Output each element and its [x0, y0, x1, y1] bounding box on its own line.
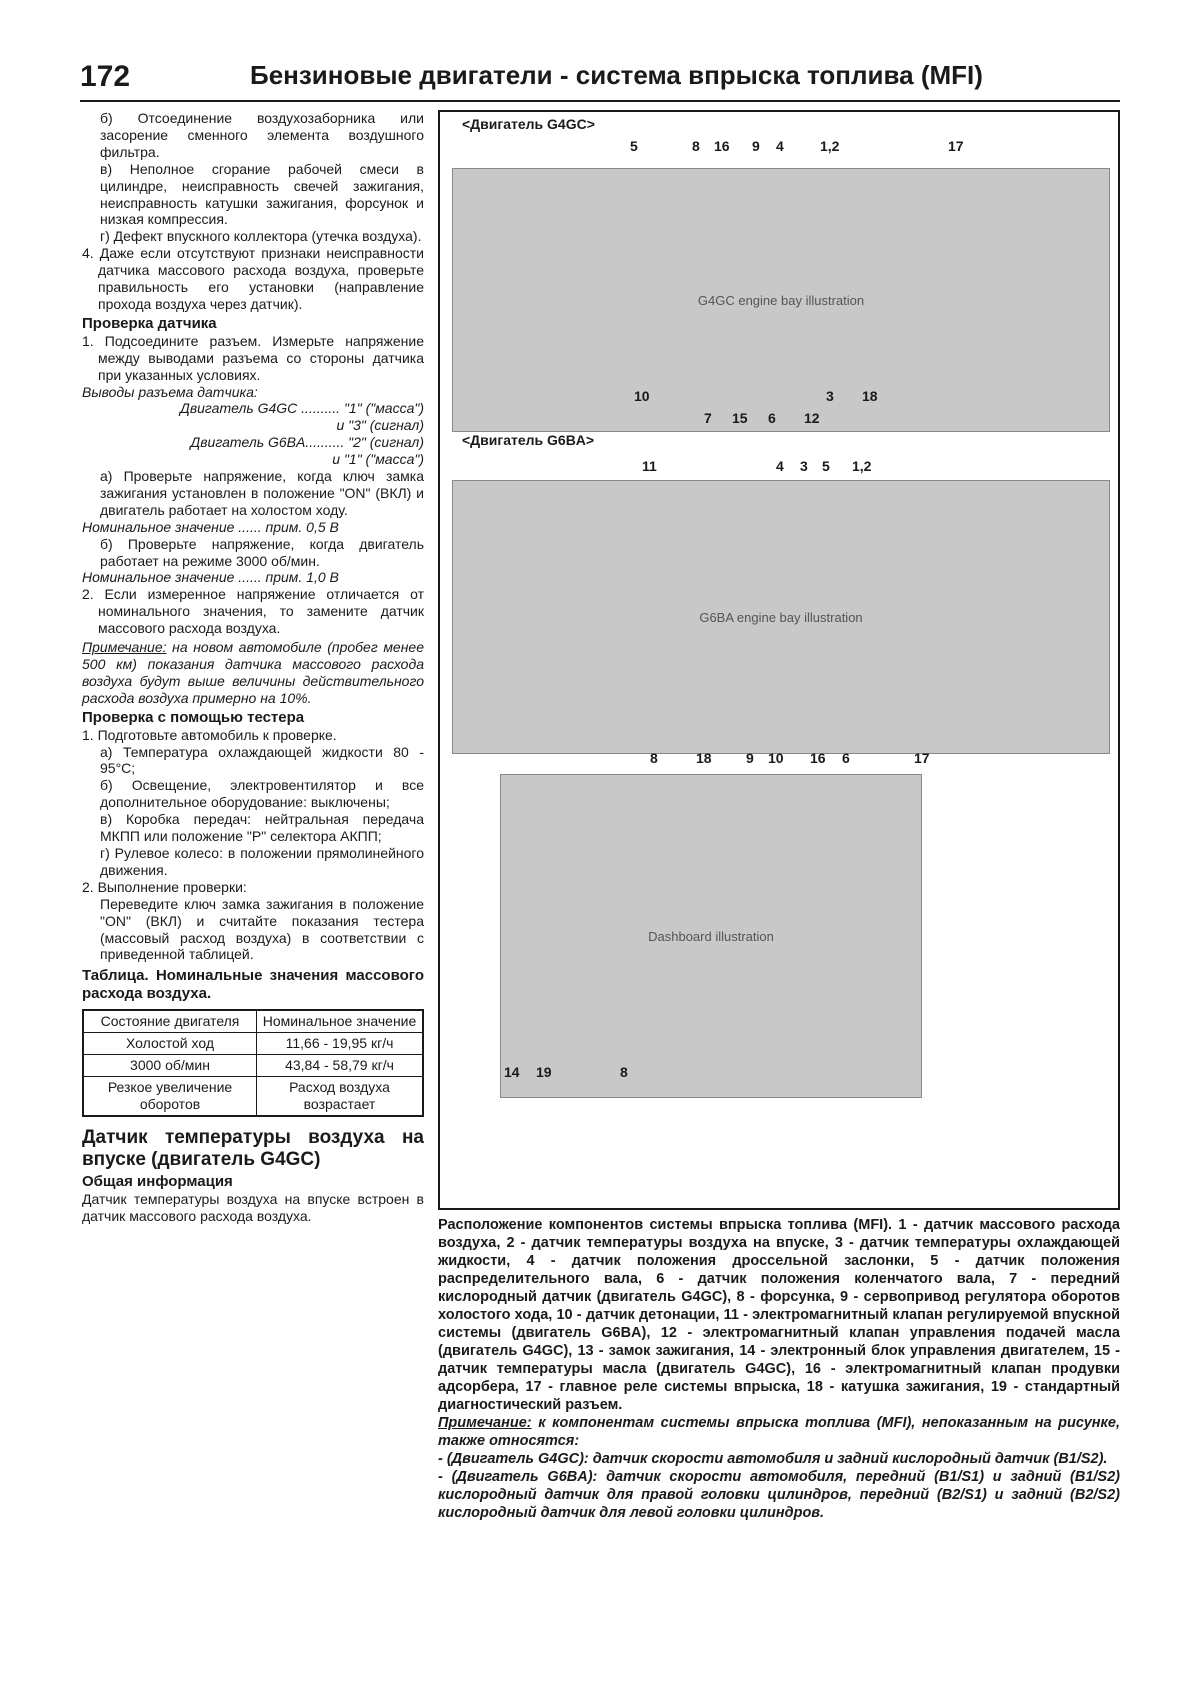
pins-line: и "3" (сигнал) [336, 417, 424, 434]
text-paragraph: г) Дефект впускного коллектора (утечка в… [100, 228, 422, 245]
table-cell: 11,66 - 19,95 кг/ч [256, 1032, 424, 1056]
text-paragraph: Датчик температуры воздуха на впуске вст… [82, 1191, 424, 1225]
figure-caption: Расположение компонентов системы впрыска… [438, 1216, 1120, 1522]
text-paragraph: б) Проверьте напряжение, когда двигатель… [100, 535, 424, 569]
note-paragraph: Примечание: на новом автомобиле (пробег … [82, 639, 424, 707]
text-paragraph: б) Освещение, электровентилятор и все до… [100, 777, 424, 811]
table-row: Холостой ход 11,66 - 19,95 кг/ч [82, 1032, 424, 1056]
text-paragraph: в) Коробка передач: нейтральная передача… [100, 811, 424, 845]
table-cell: 43,84 - 58,79 кг/ч [256, 1054, 424, 1078]
table-cell: Резкое увеличение оборотов [82, 1076, 257, 1117]
note-text: к компонентам системы впрыска топлива (M… [438, 1415, 1120, 1449]
caption-note-item: - (Двигатель G6BA): датчик скорости авто… [438, 1469, 1120, 1521]
callout-label: 19 [536, 1064, 552, 1080]
callout-label: 3 [826, 388, 834, 404]
left-column: б) Отсоединение воздухозаборника или зас… [82, 110, 424, 1225]
section-heading: Датчик температуры воздуха на впуске (дв… [82, 1127, 424, 1171]
text-paragraph: 1. Подготовьте автомобиль к проверке. [82, 726, 337, 743]
note-label: Примечание: [438, 1415, 532, 1431]
callout-label: 17 [914, 750, 930, 766]
figure-label-g4gc: <Двигатель G4GC> [462, 116, 595, 132]
text-paragraph: 2. Если измеренное напряжение отличается… [82, 586, 424, 637]
text-paragraph: 1. Подсоедините разъем. Измерьте напряже… [82, 332, 424, 383]
text-paragraph: а) Проверьте напряжение, когда ключ замк… [100, 468, 424, 518]
nominal-value: Номинальное значение ...... прим. 0,5 В [82, 518, 339, 535]
callout-label: 7 [704, 410, 712, 426]
callout-label: 8 [692, 138, 700, 154]
table-cell: 3000 об/мин [82, 1054, 257, 1078]
table-caption: Таблица. Номинальные значения массового … [82, 967, 424, 1003]
text-paragraph: в) Неполное сгорание рабочей смеси в цил… [100, 160, 424, 228]
pins-line: Двигатель G6BA.......... "2" (сигнал) [190, 434, 424, 451]
table-row: Резкое увеличение оборотов Расход воздух… [82, 1076, 424, 1117]
callout-label: 9 [746, 750, 754, 766]
table-header-cell: Номинальное значение [256, 1009, 424, 1034]
header-rule [80, 100, 1120, 102]
callout-label: 11 [642, 458, 657, 474]
pins-line: Двигатель G4GC .......... "1" ("масса") [179, 400, 424, 417]
callout-label: 18 [696, 750, 712, 766]
callout-label: 1,2 [852, 458, 872, 474]
nominal-value: Номинальное значение ...... прим. 1,0 В [82, 569, 339, 586]
section-heading: Проверка с помощью тестера [82, 708, 305, 726]
callout-label: 16 [714, 138, 730, 154]
callout-label: 4 [776, 458, 784, 474]
callout-label: 15 [732, 410, 748, 426]
pins-line: и "1" ("масса") [332, 451, 424, 468]
pins-title: Выводы разъема датчика: [82, 383, 258, 400]
callout-label: 12 [804, 410, 820, 426]
text-paragraph: б) Отсоединение воздухозаборника или зас… [100, 110, 424, 160]
maf-table: Состояние двигателя Номинальное значение… [82, 1009, 424, 1118]
g6ba-engine-bay-image: G6BA engine bay illustration [452, 480, 1110, 754]
note-label: Примечание: [82, 639, 167, 656]
callout-label: 9 [752, 138, 760, 154]
callout-label: 5 [822, 458, 830, 474]
callout-label: 4 [776, 138, 784, 154]
caption-note: Примечание: к компонентам системы впрыск… [438, 1414, 1120, 1450]
callout-label: 17 [948, 138, 964, 154]
callout-label: 3 [800, 458, 808, 474]
callout-label: 10 [768, 750, 784, 766]
table-header-cell: Состояние двигателя [82, 1009, 257, 1034]
text-paragraph: 2. Выполнение проверки: [82, 878, 247, 895]
text-paragraph: г) Рулевое колесо: в положении прямолине… [100, 844, 424, 878]
page-number: 172 [80, 60, 131, 93]
page-title: Бензиновые двигатели - система впрыска т… [250, 60, 983, 90]
callout-label: 5 [630, 138, 638, 154]
text-paragraph: 4. Даже если отсутствуют признаки неиспр… [82, 245, 424, 312]
callout-label: 8 [650, 750, 658, 766]
table-cell: Расход воздуха возрастает [256, 1076, 424, 1117]
figure-label-g6ba: <Двигатель G6BA> [462, 432, 595, 448]
callout-label: 6 [768, 410, 776, 426]
callout-label: 18 [862, 388, 878, 404]
callout-label: 14 [504, 1064, 520, 1080]
caption-text: Расположение компонентов системы впрыска… [438, 1217, 1120, 1413]
components-figure: <Двигатель G4GC> G4GC engine bay illustr… [438, 110, 1120, 1210]
table-cell: Холостой ход [82, 1032, 257, 1056]
section-heading: Общая информация [82, 1173, 233, 1191]
callout-label: 6 [842, 750, 850, 766]
section-heading: Проверка датчика [82, 314, 217, 332]
caption-note-item: - (Двигатель G4GC): датчик скорости авто… [438, 1451, 1108, 1467]
callout-label: 1,2 [820, 138, 840, 154]
table-row: 3000 об/мин 43,84 - 58,79 кг/ч [82, 1054, 424, 1078]
callout-label: 10 [634, 388, 650, 404]
callout-label: 8 [620, 1064, 628, 1080]
text-paragraph: а) Температура охлаждающей жидкости 80 -… [100, 743, 424, 777]
text-paragraph: Переведите ключ замка зажигания в положе… [100, 895, 424, 963]
g4gc-engine-bay-image: G4GC engine bay illustration [452, 168, 1110, 432]
dashboard-image: Dashboard illustration [500, 774, 922, 1098]
note-text: на новом автомобиле (пробег менее 500 км… [82, 639, 424, 706]
table-header-row: Состояние двигателя Номинальное значение [82, 1009, 424, 1034]
callout-label: 16 [810, 750, 826, 766]
